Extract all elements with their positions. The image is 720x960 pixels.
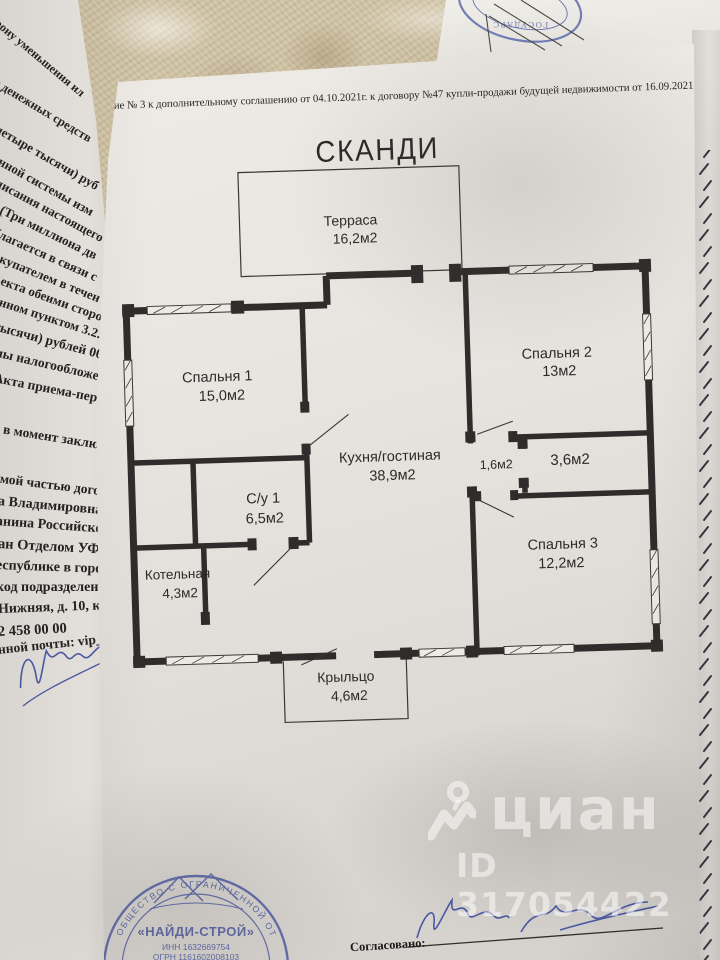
door-swings (253, 413, 515, 666)
room-area: 13м2 (542, 363, 577, 380)
room-area: 12,2м2 (538, 555, 585, 572)
room-label: Терраса (323, 211, 377, 229)
stamp-inn: ИНН 1632669754 (162, 942, 230, 952)
pen-marks (696, 150, 720, 960)
room-area: 4,6м2 (331, 687, 369, 704)
room-label: Кухня/гостиная (339, 447, 441, 466)
watermark-id: ID 317054422 (456, 846, 672, 924)
stamp-outer-ring (102, 874, 290, 960)
room-area: 4,3м2 (162, 585, 198, 601)
room-label: Спальня 3 (527, 536, 598, 554)
room-label: Крыльцо (317, 668, 375, 686)
upside-down-stamp-text: ГОСУДАРС (492, 20, 548, 30)
pen-marks-column (696, 150, 720, 960)
partial-stamp-outline (457, 0, 583, 43)
watermark-brand: циан (490, 775, 661, 843)
stamp-emblem-base (149, 902, 244, 910)
room-label: Спальня 2 (521, 345, 592, 363)
approval-signatures (407, 897, 664, 948)
room-label: Котельная (145, 566, 211, 583)
stamp-company-name: «НАЙДИ-СТРОЙ» (138, 924, 255, 939)
windows (123, 263, 661, 666)
porch-outline (282, 657, 409, 724)
partial-stamp-inner (472, 0, 568, 31)
contract-text-line: код подразделения 18 (0, 580, 132, 595)
room-area: 15,0м2 (199, 388, 246, 405)
cian-logo-icon (428, 781, 476, 841)
room-area: 1,6м2 (480, 457, 513, 472)
stamp-roof-emblem (153, 872, 239, 904)
room-label: Спальня 1 (182, 368, 253, 386)
pencil-lines (485, 0, 585, 53)
wall-piers (121, 258, 664, 669)
room-area: 6,5м2 (245, 510, 284, 527)
room-area: 3,6м2 (550, 451, 590, 469)
room-area: 38,9м2 (369, 467, 416, 484)
room-labels: Терраса 16,2м2 Спальня 1 15,0м2 Спальня … (145, 211, 599, 704)
room-label: С/у 1 (246, 490, 280, 507)
stamp-ogrn: ОГРН 1161602008103 (153, 952, 239, 960)
floor-plan: Терраса 16,2м2 Спальня 1 15,0м2 Спальня … (121, 165, 664, 724)
signature-line (407, 927, 664, 948)
room-area: 16,2м2 (332, 229, 377, 246)
handwritten-signature-2 (520, 901, 659, 933)
cian-watermark: циан ID 317054422 (428, 780, 720, 924)
background-page-drawing: ГОСУДАРС (457, 0, 585, 53)
handwritten-signature-1 (416, 897, 510, 939)
